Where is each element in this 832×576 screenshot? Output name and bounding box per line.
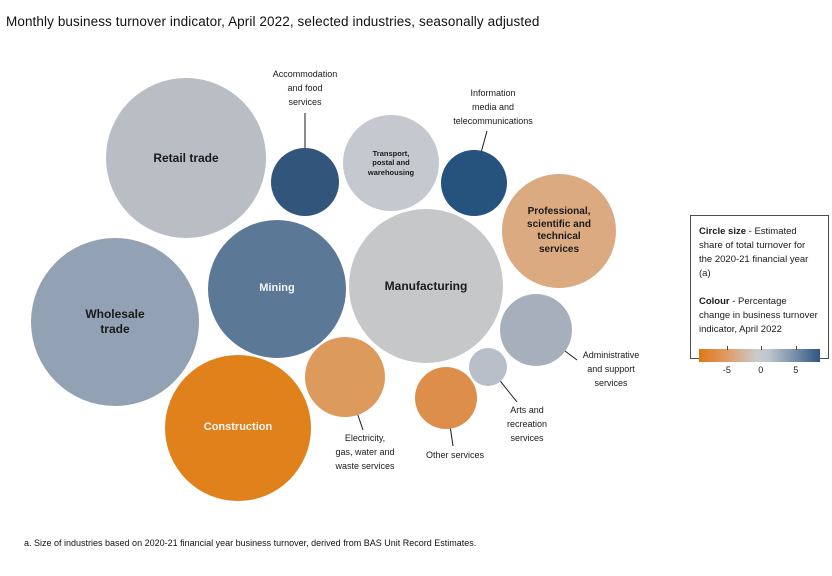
bubble-manufacturing[interactable]: Manufacturing — [349, 209, 503, 363]
footnote: a. Size of industries based on 2020-21 f… — [24, 538, 477, 548]
bubble-electricity-gas-water-and-waste-services[interactable] — [305, 337, 385, 417]
bubble-retail-trade[interactable]: Retail trade — [106, 78, 266, 238]
legend-size-entry: Circle size - Estimated share of total t… — [699, 225, 820, 281]
bubble-accommodation-and-food-services[interactable] — [271, 148, 339, 216]
bubble-ext-label-other-services: Other services — [425, 450, 485, 460]
color-scale: -5 0 5 — [699, 346, 820, 375]
bubble-information-media-and-telecommunications[interactable] — [441, 150, 507, 216]
color-scale-tick-label: -5 — [722, 365, 731, 375]
legend-size-desc: - Estimated share of total turnover for … — [699, 226, 809, 279]
bubble-label: Mining — [259, 282, 295, 295]
bubble-administrative-and-support-services[interactable] — [500, 294, 572, 366]
color-scale-tick — [795, 346, 797, 350]
bubble-label: Manufacturing — [384, 278, 468, 293]
legend-colour-term: Colour — [699, 296, 730, 307]
legend-box: Circle size - Estimated share of total t… — [690, 215, 829, 375]
color-scale-bar — [699, 349, 820, 362]
bubble-label: Construction — [203, 421, 273, 434]
chart-title: Monthly business turnover indicator, Apr… — [6, 14, 540, 29]
color-scale-tick-label: 0 — [758, 365, 764, 375]
color-scale-tick — [726, 346, 728, 350]
color-scale-tick — [760, 346, 762, 350]
bubble-arts-and-recreation-services[interactable] — [469, 348, 507, 386]
bubble-mining[interactable]: Mining — [208, 220, 346, 358]
legend-size-term: Circle size — [699, 226, 746, 237]
color-scale-tick-label: 5 — [793, 365, 799, 375]
legend-colour-desc: - Percentage change in business turnover… — [699, 296, 818, 335]
bubble-other-services[interactable] — [415, 367, 477, 429]
bubble-construction[interactable]: Construction — [165, 355, 311, 501]
bubble-label: Retail trade — [153, 150, 219, 165]
legend-colour-entry: Colour - Percentage change in business t… — [699, 295, 820, 337]
